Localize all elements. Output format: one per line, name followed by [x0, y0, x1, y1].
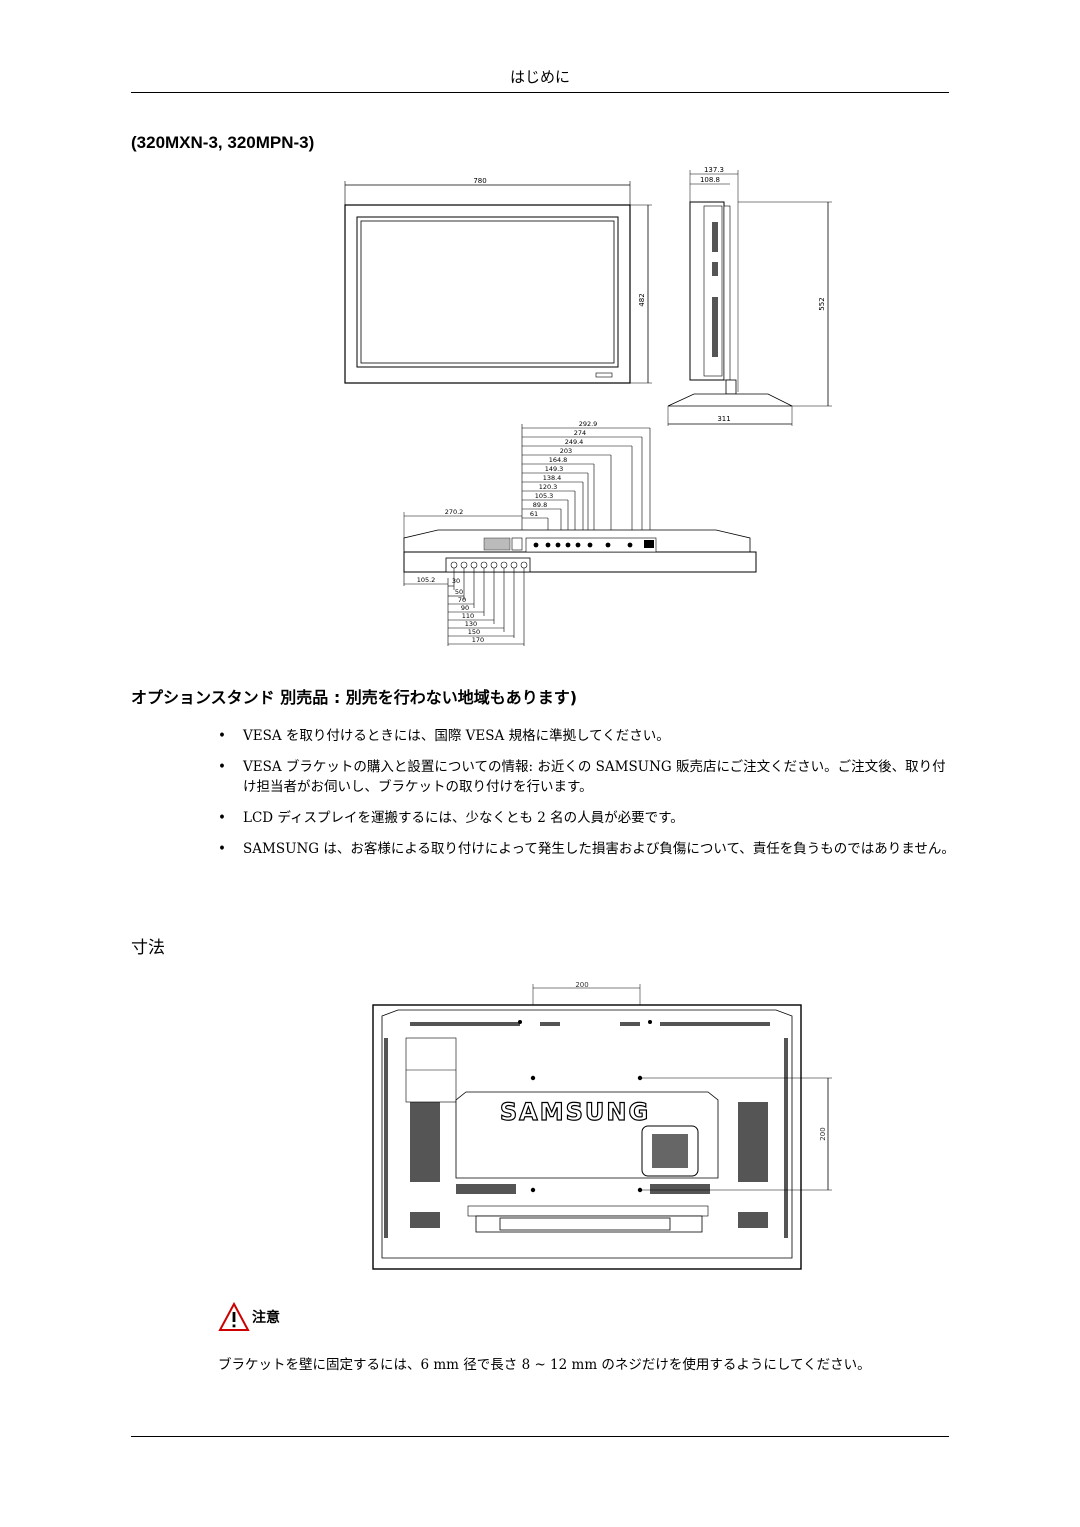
port-dim-label: 89.8: [533, 501, 547, 509]
port-dim-label: 90: [461, 604, 469, 612]
port-dim-label: 138.4: [543, 474, 562, 482]
back-side-label: 200: [819, 1127, 827, 1140]
front-height-label: 482: [638, 293, 646, 306]
caution-label: 注意: [252, 1310, 280, 1326]
port-left-dim-label: 270.2: [445, 508, 464, 516]
side-depth-label-2: 108.8: [700, 176, 720, 184]
list-item: SAMSUNG は、お客様による取り付けによって発生した損害および負傷について、…: [218, 839, 958, 859]
front-view-diagram: 780 482: [344, 177, 652, 384]
caution-text: ブラケットを壁に固定するには、6 mm 径で長さ 8 ~ 12 mm のネジだけ…: [218, 1357, 871, 1373]
port-dim-label: 292.9: [579, 420, 598, 428]
footer-divider: [131, 1436, 949, 1437]
back-brand-logo: SAMSUNG: [500, 1098, 650, 1126]
port-dim-label: 105.3: [535, 492, 554, 500]
port-dim-label: 130: [465, 620, 477, 628]
model-heading: (320MXN-3, 320MPN-3): [131, 133, 315, 152]
port-dim-label: 70: [458, 596, 466, 604]
port-dim-label: 164.8: [549, 456, 568, 464]
back-view-diagram: 200 SAMSUNG 200: [372, 981, 832, 1270]
caution-block: 注意: [218, 1302, 280, 1332]
header-divider: [131, 92, 949, 93]
stand-section-heading: オプションスタンド 別売品 : 別売を行わない地域もあります): [131, 688, 578, 707]
list-item: LCD ディスプレイを運搬するには、少なくとも 2 名の人員が必要です。: [218, 808, 958, 828]
port-bottom-left-label: 105.2: [417, 576, 436, 584]
side-stand-label: 311: [717, 415, 730, 423]
port-dim-label: 274: [574, 429, 586, 437]
dimensions-heading: 寸法: [131, 938, 165, 958]
port-dim-label: 30: [452, 577, 460, 585]
back-top-label: 200: [575, 981, 588, 989]
side-depth-label-1: 137.3: [704, 166, 724, 174]
port-dim-label: 61: [530, 510, 538, 518]
front-width-label: 780: [473, 177, 486, 185]
list-item: VESA を取り付けるときには、国際 VESA 規格に準拠してください。: [218, 726, 958, 746]
port-dim-label: 249.4: [565, 438, 584, 446]
port-dim-label: 110: [462, 612, 474, 620]
port-dim-label: 203: [560, 447, 572, 455]
port-dim-label: 170: [472, 636, 484, 644]
warning-triangle-icon: [218, 1302, 250, 1331]
port-positions-diagram: 292.9 274 249.4 203 164.8 149.3 138.4 12…: [403, 420, 757, 646]
port-dim-label: 149.3: [545, 465, 564, 473]
list-item: VESA ブラケットの購入と設置についての情報: お近くの SAMSUNG 販売…: [218, 757, 958, 797]
port-dim-label: 150: [468, 628, 480, 636]
side-view-diagram: 137.3 108.8 552 311: [667, 166, 832, 426]
stand-notes-list: VESA を取り付けるときには、国際 VESA 規格に準拠してください。 VES…: [218, 726, 958, 870]
side-height-label: 552: [818, 297, 826, 310]
port-dim-label: 120.3: [539, 483, 558, 491]
port-dim-label: 50: [455, 588, 463, 596]
page-header-title: はじめに: [509, 68, 570, 86]
